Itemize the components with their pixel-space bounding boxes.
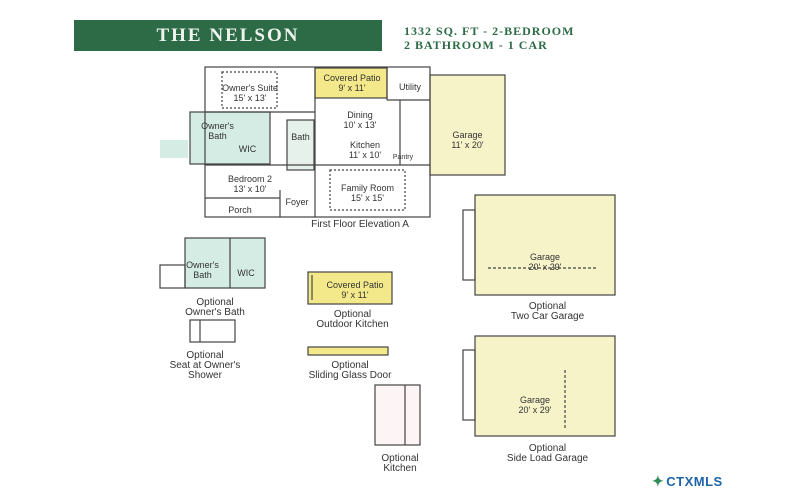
brand-name: CTXMLS xyxy=(666,474,723,489)
title-banner: THE NELSON xyxy=(74,20,382,51)
opt-bath-label: Owner's Bath xyxy=(186,260,219,280)
bath-area xyxy=(286,119,315,171)
caption-first-floor: First Floor Elevation A xyxy=(311,219,409,230)
spec-line-2: 2 BATHROOM - 1 CAR xyxy=(404,38,548,52)
plan-title: THE NELSON xyxy=(156,24,300,46)
brand-logo: ✦ CTXMLS xyxy=(652,473,723,490)
owners-bath-area xyxy=(189,111,271,165)
two-car-garage-outline xyxy=(474,194,616,296)
side-load-garage-outline xyxy=(474,335,616,437)
texas-star-icon: ✦ xyxy=(652,473,665,489)
room-porch: Porch xyxy=(228,205,252,215)
room-owners-bath: Owner's Bath xyxy=(201,121,234,141)
opt-wic-label: WIC xyxy=(237,268,255,278)
opt-kitchen-outline xyxy=(374,384,421,446)
spec-line-1: 1332 SQ. FT - 2-BEDROOM xyxy=(404,24,575,38)
garage-area xyxy=(429,74,506,176)
main-outline xyxy=(204,66,431,218)
opt-patio-outline xyxy=(307,271,393,305)
room-pantry: Pantry xyxy=(392,154,414,161)
opt-bath-outline xyxy=(184,237,266,289)
room-foyer: Foyer xyxy=(285,197,309,207)
room-utility: Utility xyxy=(399,82,421,92)
plan-specs: 1332 SQ. FT - 2-BEDROOM 2 BATHROOM - 1 C… xyxy=(404,24,574,52)
room-bath: Bath xyxy=(291,132,310,142)
room-wic: WIC xyxy=(238,144,257,154)
